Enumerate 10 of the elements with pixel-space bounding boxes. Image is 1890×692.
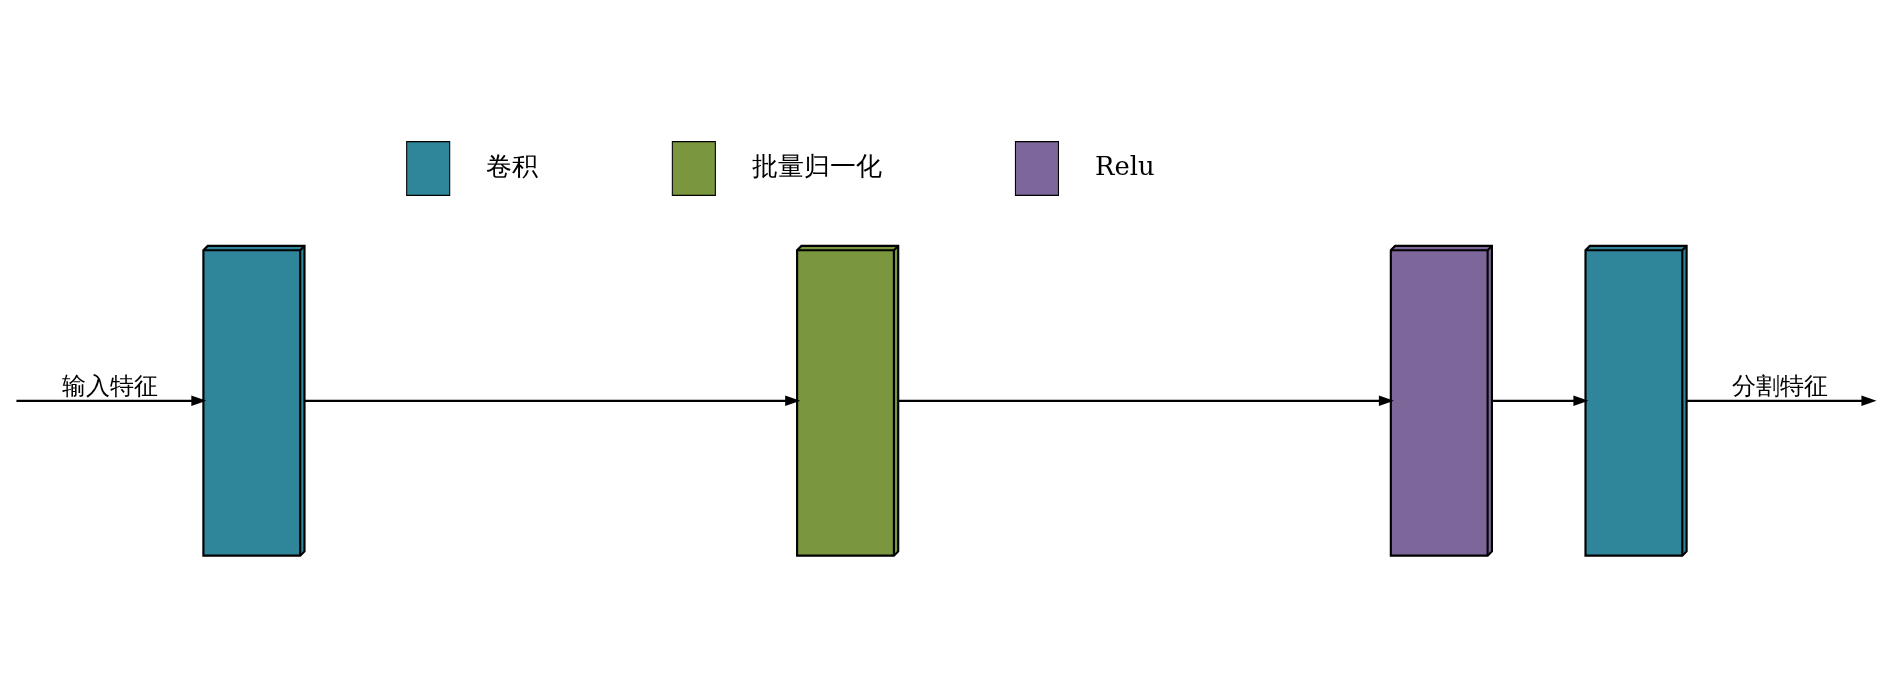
legend-label: 批量归一化 <box>751 150 882 181</box>
arrow <box>16 395 207 406</box>
legend-label: 卷积 <box>486 150 539 181</box>
edge-label: 输入特征 <box>61 371 158 400</box>
arrow <box>304 395 801 406</box>
arrow <box>1686 395 1877 406</box>
arrow <box>898 395 1394 406</box>
legend-label: Relu <box>1095 150 1155 181</box>
edge-label: 分割特征 <box>1732 371 1829 400</box>
arrow <box>1492 395 1589 406</box>
